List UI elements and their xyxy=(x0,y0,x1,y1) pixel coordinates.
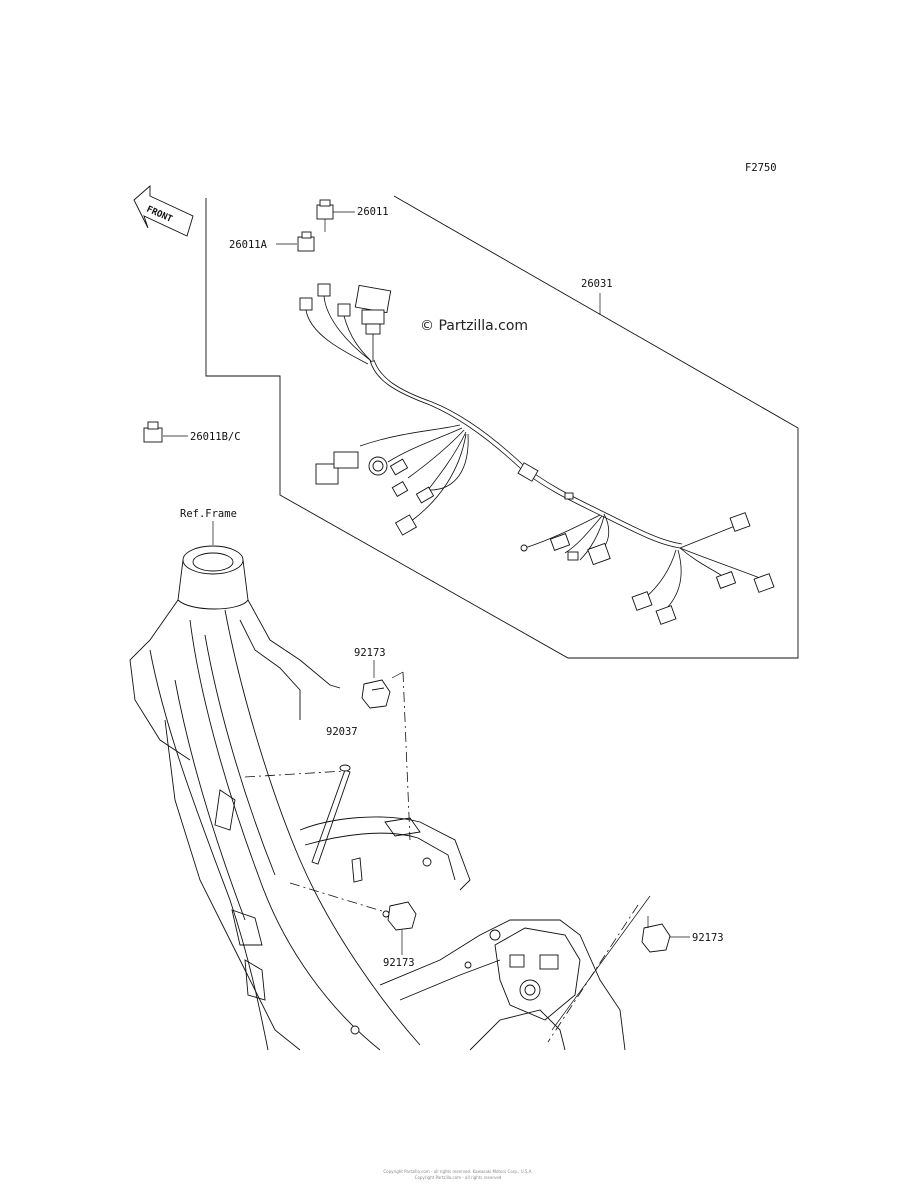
label-26011BC: 26011B/C xyxy=(190,431,241,443)
label-92173-bottom: 92173 xyxy=(383,957,415,969)
label-92173-top: 92173 xyxy=(354,647,386,659)
label-26011A: 26011A xyxy=(229,239,268,251)
connector-26011BC-icon xyxy=(143,421,188,443)
motorcycle-frame xyxy=(129,545,626,1051)
front-arrow-icon: FRONT xyxy=(133,185,194,237)
label-26031: 26031 xyxy=(581,278,613,290)
label-92173-right: 92173 xyxy=(692,932,724,944)
figure-code: F2750 xyxy=(745,162,777,174)
assembly-lines xyxy=(244,671,651,1043)
watermark: © Partzilla.com xyxy=(420,318,528,334)
harness-bounding-box xyxy=(205,195,799,659)
clamp-92173-top-icon xyxy=(361,679,391,709)
footer-line-2: Copyright Partzilla.com - all rights res… xyxy=(415,1175,502,1180)
ref-frame-label: Ref.Frame xyxy=(180,508,237,520)
label-26011: 26011 xyxy=(357,206,389,218)
footer-line-1: Copyright Partzilla.com - all rights res… xyxy=(383,1169,532,1174)
clamp-92173-right-icon xyxy=(641,916,671,953)
label-92037: 92037 xyxy=(326,726,358,738)
clamp-92173-bottom-icon xyxy=(382,901,417,931)
connector-26011A-icon xyxy=(276,231,315,252)
wiring-harness-26031 xyxy=(299,283,775,625)
connector-26011-icon xyxy=(316,199,355,232)
